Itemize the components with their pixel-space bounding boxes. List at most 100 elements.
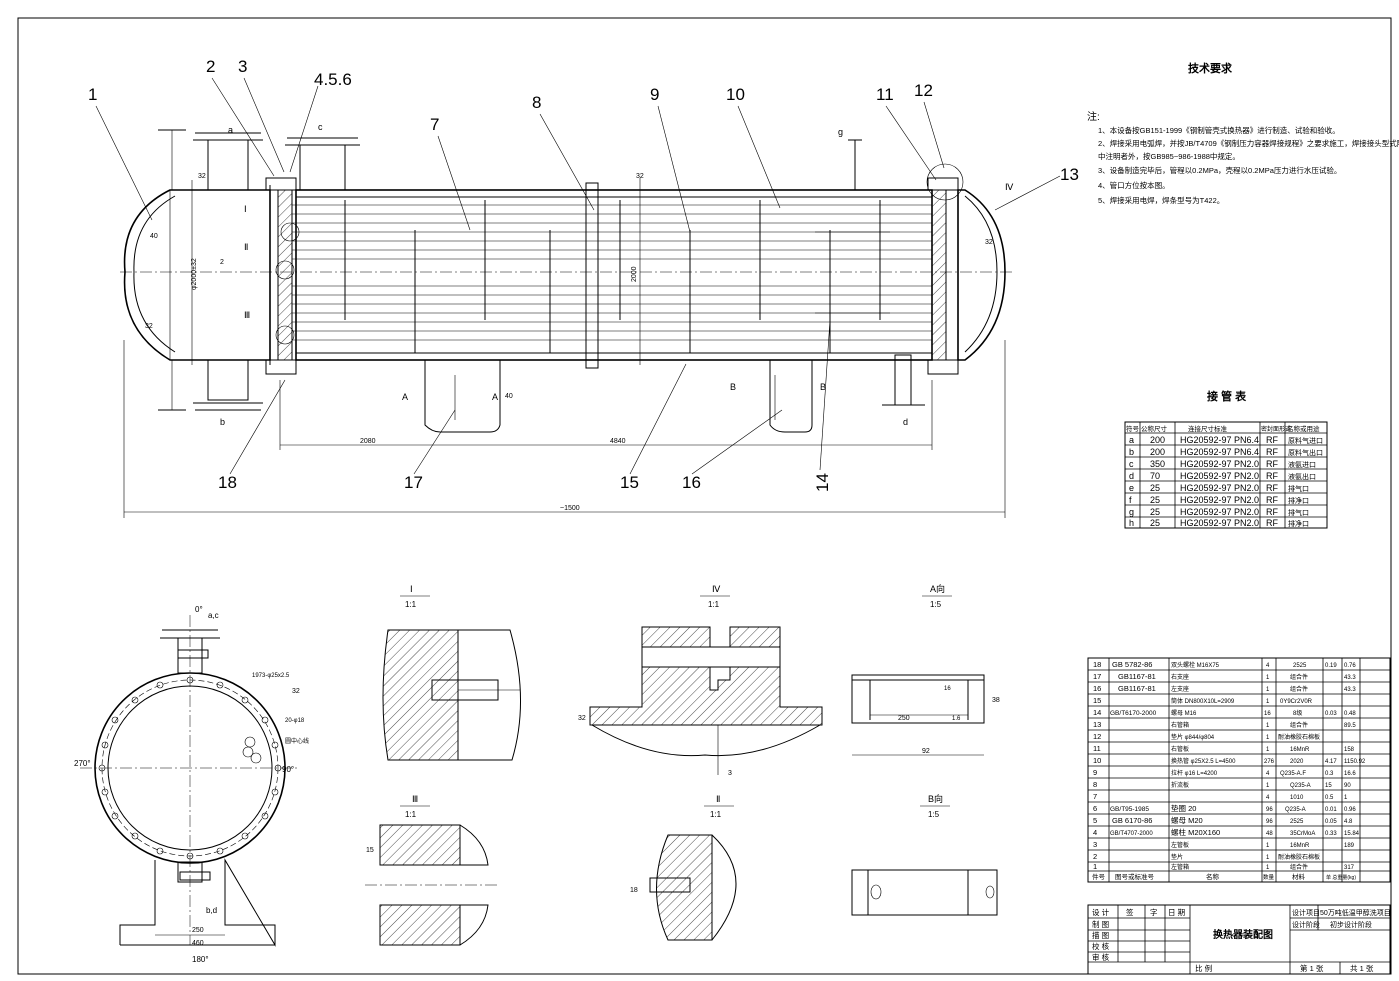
sign-header-1: 签 — [1126, 907, 1134, 917]
nozzle-th-std: 连接尺寸标准 — [1188, 424, 1228, 433]
svg-text:0.3: 0.3 — [1325, 771, 1334, 777]
callout-456: 4.5.6 — [314, 70, 352, 89]
svg-text:1: 1 — [1266, 855, 1270, 861]
sheet-total: 共 1 张 — [1350, 964, 1374, 973]
svg-text:HG20592-97 PN6.4: HG20592-97 PN6.4 — [1180, 435, 1259, 445]
svg-text:350: 350 — [1150, 459, 1165, 469]
callout-1: 1 — [88, 85, 97, 104]
svg-text:d: d — [1129, 471, 1134, 481]
side-w460: 460 — [192, 940, 204, 947]
svg-text:垫片 φ844/φ804: 垫片 φ844/φ804 — [1171, 733, 1215, 741]
svg-text:垫圈 20: 垫圈 20 — [1171, 803, 1196, 813]
svg-text:名称: 名称 — [1206, 872, 1220, 881]
nozzle-label-g: g — [838, 127, 843, 137]
svg-text:0.05: 0.05 — [1325, 819, 1337, 825]
svg-text:HG20592-97 PN6.4: HG20592-97 PN6.4 — [1180, 447, 1259, 457]
svg-text:c: c — [1129, 459, 1134, 469]
svg-text:4: 4 — [1266, 663, 1270, 669]
svg-text:HG20592-97 PN2.0: HG20592-97 PN2.0 — [1180, 507, 1259, 517]
svg-text:排气口: 排气口 — [1288, 484, 1309, 493]
svg-text:GB1167-81: GB1167-81 — [1118, 684, 1156, 693]
nozzle-label-a: a — [228, 125, 233, 135]
svg-text:组合件: 组合件 — [1290, 863, 1308, 871]
angle-0: 0° — [195, 605, 203, 614]
svg-text:8级: 8级 — [1293, 709, 1302, 717]
svg-text:1: 1 — [1266, 723, 1270, 729]
svg-text:4: 4 — [1266, 795, 1270, 801]
svg-text:1: 1 — [1266, 675, 1270, 681]
nozzle-th-use: 名称或用途 — [1287, 424, 1320, 433]
detail-IV-32: 32 — [578, 715, 586, 722]
svg-text:9: 9 — [1093, 768, 1097, 777]
callout-13: 13 — [1060, 165, 1079, 184]
role-approve: 审 核 — [1092, 952, 1110, 962]
svg-text:12: 12 — [1093, 732, 1101, 741]
svg-text:200: 200 — [1150, 435, 1165, 445]
svg-text:1: 1 — [1266, 783, 1270, 789]
svg-text:2525: 2525 — [1293, 663, 1307, 669]
svg-text:螺母 M20: 螺母 M20 — [1171, 815, 1203, 825]
svg-text:组合件: 组合件 — [1290, 721, 1308, 729]
dim-32c: 32 — [636, 173, 644, 180]
svg-text:Q235-A: Q235-A — [1290, 783, 1311, 789]
detail-I-title: Ⅰ — [410, 584, 413, 594]
section-marker-b2: B — [820, 382, 826, 392]
tech-req-line-1: 1、本设备按GB151-1999《钢制管壳式换热器》进行制造、试验和验收。 — [1098, 125, 1340, 135]
svg-text:43.3: 43.3 — [1344, 675, 1356, 681]
nozzle-label-c: c — [318, 122, 323, 132]
svg-text:GB 5782-86: GB 5782-86 — [1112, 660, 1152, 669]
svg-text:4.17: 4.17 — [1325, 759, 1337, 765]
nozzle-th-sym: 符号 — [1126, 424, 1140, 433]
svg-text:15.84: 15.84 — [1344, 831, 1360, 837]
detail-view-III: Ⅲ 1:1 15 — [365, 794, 500, 946]
detail-marker-1: Ⅰ — [244, 204, 247, 214]
svg-text:1: 1 — [1266, 843, 1270, 849]
svg-text:96: 96 — [1266, 807, 1273, 813]
detail-IV-3: 3 — [728, 770, 732, 777]
svg-text:25: 25 — [1150, 495, 1160, 505]
svg-text:件号: 件号 — [1092, 872, 1106, 881]
svg-text:25: 25 — [1150, 483, 1160, 493]
sign-header-2: 字 — [1150, 907, 1158, 917]
role-trace: 描 图 — [1092, 930, 1109, 940]
svg-text:16.6: 16.6 — [1344, 771, 1356, 777]
dim-40: 40 — [150, 233, 158, 240]
svg-text:8: 8 — [1093, 780, 1097, 789]
svg-text:筒体 DN800X10L=2909: 筒体 DN800X10L=2909 — [1171, 697, 1235, 705]
tech-req-line-2: 2、焊接采用电弧焊，并按JB/T4709《钢制压力容器焊接规程》之要求施工，焊接… — [1098, 138, 1399, 148]
svg-text:89.5: 89.5 — [1344, 723, 1356, 729]
svg-text:200: 200 — [1150, 447, 1165, 457]
svg-text:0.48: 0.48 — [1344, 711, 1356, 717]
svg-text:HG20592-97 PN2.0: HG20592-97 PN2.0 — [1180, 495, 1259, 505]
svg-text:2020: 2020 — [1290, 759, 1304, 765]
svg-text:25: 25 — [1150, 518, 1160, 528]
svg-text:单 总重量(kg): 单 总重量(kg) — [1326, 874, 1356, 881]
svg-text:1: 1 — [1266, 735, 1270, 741]
detail-A-38: 38 — [992, 697, 1000, 704]
svg-text:GB/T95-1985: GB/T95-1985 — [1110, 806, 1149, 813]
svg-text:组合件: 组合件 — [1290, 685, 1308, 693]
svg-text:RF: RF — [1266, 495, 1278, 505]
svg-text:RF: RF — [1266, 459, 1278, 469]
tube-bundle — [292, 204, 932, 341]
callout-15: 15 — [620, 473, 639, 492]
svg-text:图号或标准号: 图号或标准号 — [1115, 872, 1155, 881]
svg-text:HG20592-97 PN2.0: HG20592-97 PN2.0 — [1180, 483, 1259, 493]
tech-req-line-3: 中注明者外，按GB985~986-1988中规定。 — [1098, 151, 1240, 161]
callout-9: 9 — [650, 85, 659, 104]
svg-text:液氨出口: 液氨出口 — [1288, 472, 1316, 481]
detail-A-250: 250 — [898, 715, 910, 722]
svg-text:4: 4 — [1266, 771, 1270, 777]
svg-text:16MnR: 16MnR — [1290, 843, 1310, 849]
